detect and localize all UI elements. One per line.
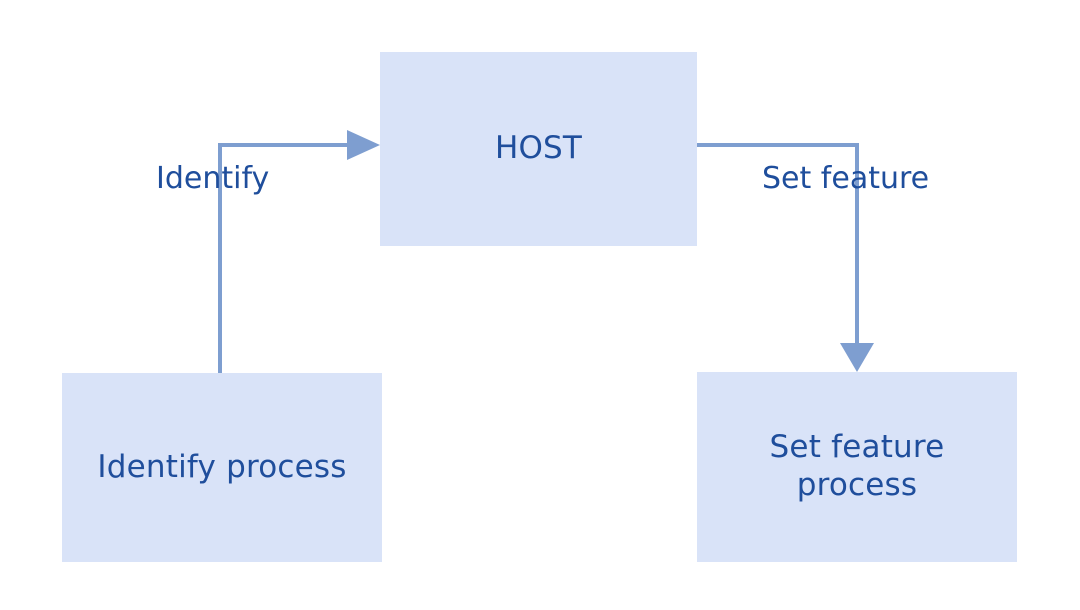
edge-label-set-feature: Set feature [762,161,930,196]
node-identify-process[interactable]: Identify process [62,373,382,562]
arrowhead-right-icon [347,130,380,160]
node-set-feature-process[interactable]: Set feature process [697,372,1017,562]
edge-label-identify: Identify [156,161,270,196]
connector-identify [218,130,380,373]
node-host[interactable]: HOST [380,52,697,246]
connector-set-feature-path [697,143,859,345]
arrowhead-down-icon [840,343,874,372]
connector-identify-path [218,143,349,373]
connector-set-feature [697,143,874,372]
